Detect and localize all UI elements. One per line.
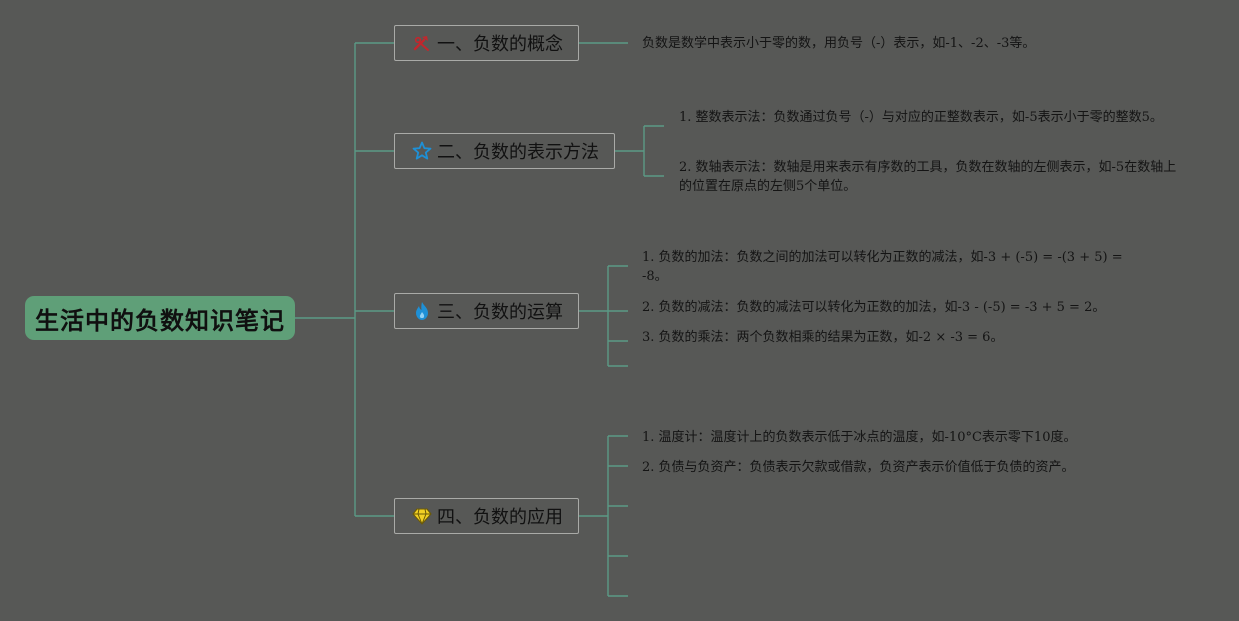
leaf-number-line-representation[interactable]: 2. 数轴表示法：数轴是用来表示有序数的工具，负数在数轴的左侧表示，如-5在数轴… <box>679 160 1177 194</box>
root-topic[interactable]: 生活中的负数知识笔记 <box>25 296 295 340</box>
branch-concept-title: 一、负数的概念 <box>437 34 563 55</box>
leaf-debt-assets[interactable]: 2. 负债与负资产：负债表示欠款或借款，负资产表示价值低于负债的资产。 <box>642 460 1075 475</box>
star-icon <box>411 140 433 162</box>
leaf-concept-definition[interactable]: 负数是数学中表示小于零的数，用负号（-）表示，如-1、-2、-3等。 <box>642 36 1036 51</box>
leaf-thermometer[interactable]: 1. 温度计：温度计上的负数表示低于冰点的温度，如-10°C表示零下10度。 <box>642 430 1077 445</box>
branch-representation-title: 二、负数的表示方法 <box>437 142 599 163</box>
branch-applications-title: 四、负数的应用 <box>437 507 563 528</box>
branch-operations-title: 三、负数的运算 <box>437 302 563 323</box>
flame-icon <box>411 300 433 322</box>
branch-applications[interactable]: 四、负数的应用 <box>394 498 579 534</box>
leaf-subtraction[interactable]: 2. 负数的减法：负数的减法可以转化为正数的加法，如-3 - (-5) = -3… <box>642 300 1106 315</box>
leaf-multiplication[interactable]: 3. 负数的乘法：两个负数相乘的结果为正数，如-2 × -3 = 6。 <box>642 330 1004 345</box>
branch-operations[interactable]: 三、负数的运算 <box>394 293 579 329</box>
tools-icon <box>411 32 433 54</box>
diamond-icon <box>411 505 433 527</box>
branch-concept[interactable]: 一、负数的概念 <box>394 25 579 61</box>
branch-representation[interactable]: 二、负数的表示方法 <box>394 133 615 169</box>
leaf-addition[interactable]: 1. 负数的加法：负数之间的加法可以转化为正数的减法，如-3 + (-5) = … <box>642 250 1123 284</box>
leaf-integer-representation[interactable]: 1. 整数表示法：负数通过负号（-）与对应的正整数表示，如-5表示小于零的整数5… <box>679 110 1163 125</box>
